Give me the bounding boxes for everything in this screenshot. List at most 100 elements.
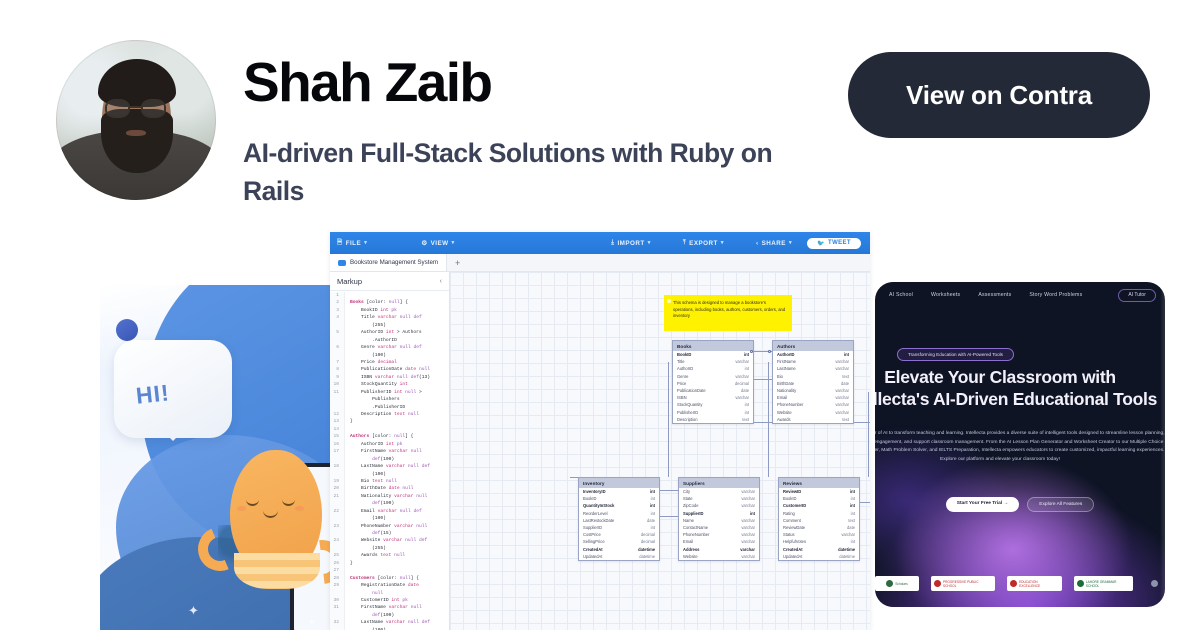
menu-import[interactable]: ⤓ IMPORT ▾ bbox=[604, 232, 658, 254]
line-number bbox=[330, 626, 345, 630]
view-on-contra-button[interactable]: View on Contra bbox=[848, 52, 1150, 138]
sticky-note[interactable]: This schema is designed to manage a book… bbox=[664, 295, 792, 331]
collapse-chevron-icon[interactable]: ‹ bbox=[439, 277, 442, 285]
line-number bbox=[330, 544, 345, 553]
er-field-type: datetime bbox=[838, 546, 855, 552]
line-number bbox=[330, 515, 345, 523]
menu-view[interactable]: ⚙ VIEW ▾ bbox=[414, 232, 461, 254]
er-field-type: text bbox=[742, 416, 749, 422]
code-text: (255) bbox=[350, 545, 386, 551]
menu-share[interactable]: ‹ SHARE ▾ bbox=[749, 232, 799, 254]
ai-tutor-button[interactable]: AI Tutor bbox=[1118, 288, 1156, 302]
profile-header: Shah Zaib AI-driven Full-Stack Solutions… bbox=[0, 0, 1200, 225]
er-field-type: varchar bbox=[741, 532, 755, 538]
site-nav-item-2[interactable]: Assessments bbox=[978, 292, 1012, 298]
code-text: PublicationDate date null bbox=[350, 367, 430, 373]
er-relation-line bbox=[570, 477, 578, 478]
tab-bookstore-management-system[interactable]: Bookstore Management System bbox=[330, 254, 448, 271]
site-nav-item-0[interactable]: AI School bbox=[889, 292, 914, 298]
er-field-type: varchar bbox=[741, 553, 755, 559]
new-tab-button[interactable]: + bbox=[455, 257, 461, 268]
code-line: 18 LastName varchar null def bbox=[330, 463, 449, 471]
start-free-trial-button[interactable]: Start Your Free Trial → bbox=[945, 497, 1020, 512]
sticky-note-pin bbox=[667, 299, 671, 303]
er-field-name: CreatedAt bbox=[583, 546, 603, 552]
site-nav-item-1[interactable]: Worksheets bbox=[931, 292, 961, 298]
menu-export[interactable]: ⤒ EXPORT ▾ bbox=[676, 232, 731, 254]
page-title: Shah Zaib bbox=[243, 51, 493, 113]
code-text: .PublisherID bbox=[350, 404, 406, 410]
er-field-type: int bbox=[744, 366, 749, 372]
menu-view-label: VIEW bbox=[430, 239, 449, 247]
explore-features-button[interactable]: Explore All Features bbox=[1027, 497, 1095, 512]
tweet-button[interactable]: 🐦 TWEET bbox=[807, 237, 861, 249]
chevron-down-icon: ▾ bbox=[720, 240, 724, 246]
site-nav-item-3[interactable]: Story Word Problems bbox=[1029, 292, 1083, 298]
er-field-type: int bbox=[744, 409, 749, 415]
chevron-down-icon: ▾ bbox=[451, 240, 455, 246]
er-field-name: Address bbox=[683, 546, 700, 552]
menu-file[interactable]: 🗎 FILE ▾ bbox=[330, 232, 374, 254]
er-field-type: int bbox=[650, 496, 655, 502]
code-text: (255) bbox=[350, 322, 386, 328]
er-diagram-canvas[interactable]: This schema is designed to manage a book… bbox=[450, 272, 870, 630]
er-field-name: Website bbox=[777, 409, 792, 415]
